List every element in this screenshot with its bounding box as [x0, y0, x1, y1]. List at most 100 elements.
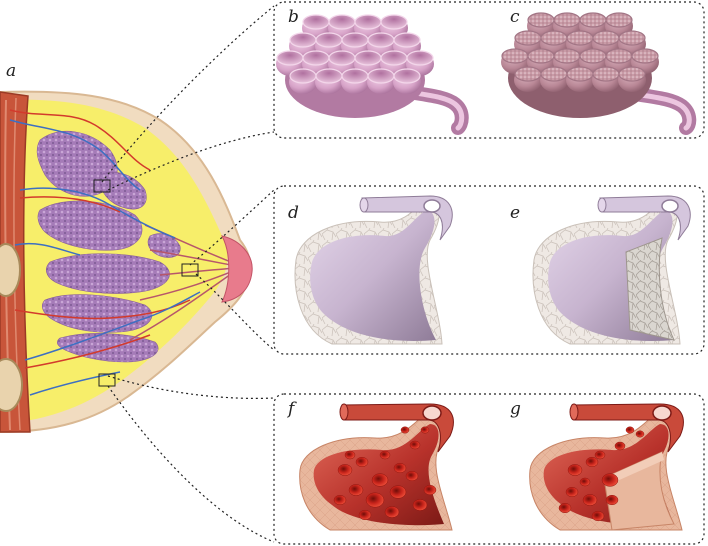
acinus-opening [341, 68, 369, 84]
acinus-opening [289, 68, 317, 84]
red-blood-cell [558, 502, 572, 514]
acinus-opening [380, 14, 408, 30]
rib [0, 358, 23, 412]
vessel-section-filled-icon [529, 403, 684, 531]
acinus-opening [328, 50, 356, 66]
blood-vessels [9, 109, 201, 396]
acinus-opening [354, 50, 382, 66]
acinus-opening [315, 32, 343, 48]
acinus-opening [380, 50, 408, 66]
red-blood-cell [635, 430, 645, 438]
acinus-opening [514, 30, 542, 46]
red-blood-cell [365, 492, 385, 508]
red-blood-cell [389, 485, 407, 499]
red-blood-cell [393, 462, 407, 474]
acinus-opening [618, 66, 646, 82]
red-blood-cell [358, 509, 372, 521]
acinus-opening [406, 50, 434, 66]
panel-label-g: g [510, 399, 521, 419]
callout-box [273, 393, 705, 545]
callout-box [273, 1, 705, 139]
red-blood-cell [614, 441, 626, 451]
acinus-opening [514, 66, 542, 82]
acinus-opening [553, 12, 581, 28]
acinus-opening [276, 50, 304, 66]
red-blood-cell [582, 494, 598, 506]
acinus-opening [367, 32, 395, 48]
red-blood-cell [344, 450, 356, 460]
panel-label-e: e [510, 203, 520, 223]
red-blood-cell [585, 456, 599, 468]
red-blood-cell [594, 450, 606, 460]
acinus-opening [393, 32, 421, 48]
vessel-section-icon [299, 403, 454, 531]
acinus-opening [618, 30, 646, 46]
red-blood-cell [567, 464, 583, 476]
panel-label-d: d [288, 203, 299, 223]
panel-acini [273, 1, 705, 139]
acinus-opening [566, 30, 594, 46]
duct-section-icon [294, 195, 453, 345]
acinus-opening [354, 14, 382, 30]
leader-lines [101, 5, 275, 543]
acinus-opening [605, 48, 633, 64]
red-blood-cell [348, 484, 364, 496]
red-blood-cell [405, 470, 419, 482]
panel-label-b: b [288, 7, 299, 27]
panel-label-c: c [510, 7, 520, 27]
red-blood-cell [565, 486, 579, 498]
acini-cluster-icon [276, 14, 469, 135]
red-blood-cell [591, 510, 605, 522]
red-blood-cell [579, 477, 591, 487]
acinus-opening [527, 12, 555, 28]
red-blood-cell [605, 494, 619, 506]
red-blood-cell [384, 506, 400, 518]
acinus-opening [566, 66, 594, 82]
acinus-opening [501, 48, 529, 64]
acinus-opening [315, 68, 343, 84]
red-blood-cell [409, 440, 421, 450]
acinus-opening [302, 14, 330, 30]
panel-duct [273, 185, 705, 355]
panel-label-a: a [6, 61, 16, 81]
duct-section-filled-icon [532, 195, 691, 345]
acinus-opening [540, 66, 568, 82]
red-blood-cell [601, 473, 619, 487]
acinus-opening [592, 30, 620, 46]
panel-label-f: f [286, 399, 297, 419]
acinus-opening [393, 68, 421, 84]
marker-box-lobule [93, 179, 111, 193]
rib [0, 243, 21, 297]
acinus-opening [605, 12, 633, 28]
acinus-opening [328, 14, 356, 30]
red-blood-cell [379, 450, 391, 460]
nipple [221, 235, 253, 303]
breast-cross-section [0, 90, 253, 434]
acinus-opening [527, 48, 555, 64]
panel-vessel [273, 393, 705, 545]
acinus-opening [579, 48, 607, 64]
acinus-opening [553, 48, 581, 64]
red-blood-cell [337, 464, 353, 476]
marker-box-duct [181, 263, 199, 277]
acinus-opening [540, 30, 568, 46]
acinus-opening [579, 12, 607, 28]
acini-cluster-filled-icon [501, 12, 697, 135]
red-blood-cell [420, 426, 430, 434]
callout-box [273, 185, 705, 355]
acinus-opening [592, 66, 620, 82]
acinus-opening [631, 48, 659, 64]
red-blood-cell [371, 473, 389, 487]
red-blood-cell [355, 456, 369, 468]
acinus-opening [302, 50, 330, 66]
acinus-opening [289, 32, 317, 48]
red-blood-cell [400, 426, 410, 434]
red-blood-cell [412, 499, 428, 511]
marker-box-vessel [98, 373, 116, 387]
red-blood-cell [333, 494, 347, 506]
red-blood-cell [625, 426, 635, 434]
acinus-opening [341, 32, 369, 48]
acinus-opening [367, 68, 395, 84]
red-blood-cell [423, 484, 437, 496]
